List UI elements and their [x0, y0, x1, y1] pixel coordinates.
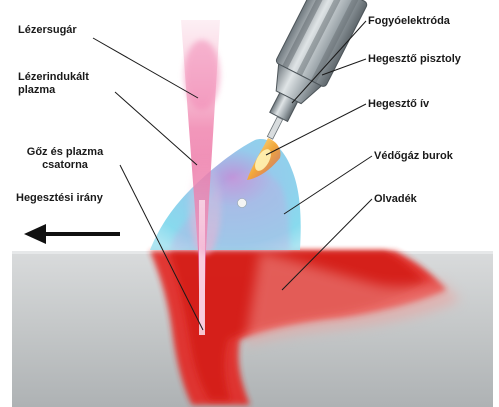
label-laser-beam: Lézersugár: [18, 24, 77, 37]
laser-beam-glow: [184, 40, 220, 110]
label-welding-torch: Hegesztő pisztoly: [368, 53, 461, 66]
consumable-electrode: [267, 117, 282, 139]
label-welding-direction: Hegesztési irány: [16, 192, 103, 205]
leader-shielding-gas: [284, 156, 372, 214]
label-melt-pool: Olvadék: [374, 193, 417, 206]
label-consumable-electrode: Fogyóelektróda: [368, 15, 450, 28]
label-vapor-channel-line1: Gőz és plazma: [16, 146, 114, 159]
label-vapor-channel: Gőz és plazma csatorna: [16, 146, 114, 172]
welding-direction-arrow: [24, 224, 120, 244]
label-laser-plasma: Lézerindukált plazma: [18, 71, 89, 97]
label-vapor-channel-line2: csatorna: [16, 159, 114, 172]
leader-laser-beam: [93, 38, 198, 98]
label-shielding-gas: Védőgáz burok: [374, 150, 453, 163]
metal-droplet: [238, 199, 247, 208]
leader-laser-plasma: [115, 92, 197, 165]
label-laser-plasma-line2: plazma: [18, 84, 89, 97]
label-welding-arc: Hegesztő ív: [368, 98, 429, 111]
label-laser-plasma-line1: Lézerindukált: [18, 71, 89, 84]
laser-plasma-plume: [189, 155, 221, 255]
